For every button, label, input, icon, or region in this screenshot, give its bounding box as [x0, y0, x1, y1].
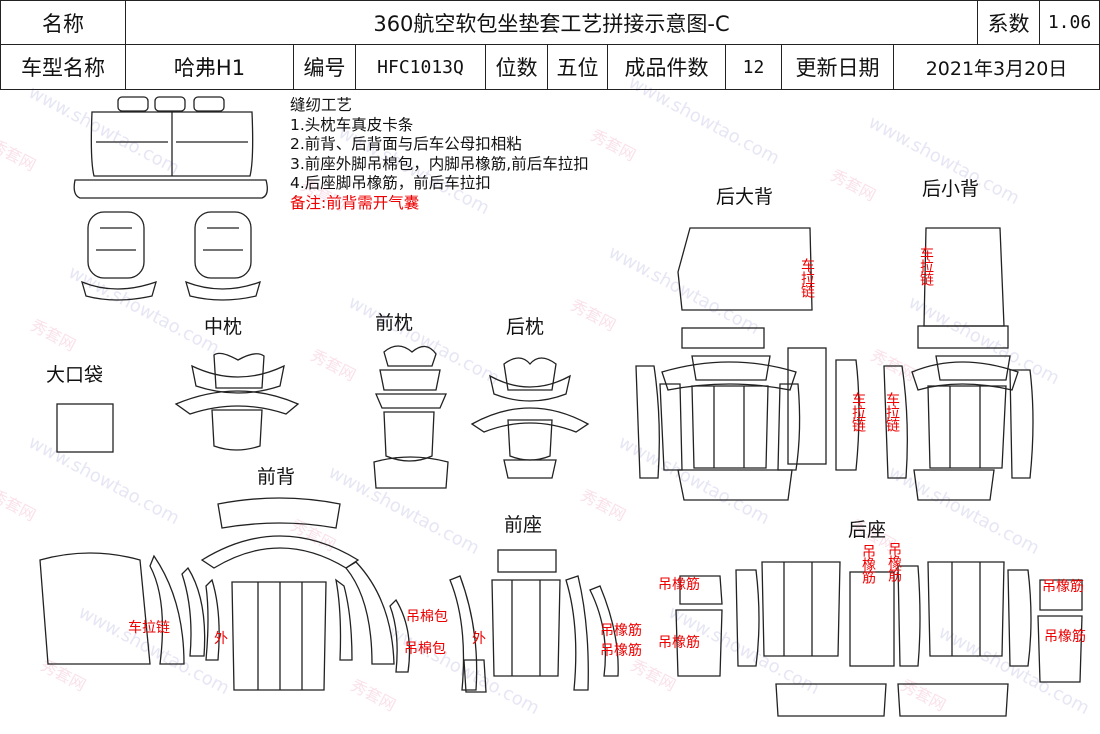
sewing-notes: 缝纫工艺 1.头枕车真皮卡条 2.前背、后背面与后车公母扣相粘 3.前座外脚吊棉… [290, 96, 589, 213]
notes-remark: 备注:前背需开气囊 [290, 193, 420, 212]
header-row-1: 名称 360航空软包坐垫套工艺拼接示意图-C 系数 1.06 [0, 0, 1100, 45]
annot-elastic-rear-left-top: 吊橡筋 [658, 577, 700, 593]
label-rear-pillow: 后枕 [506, 316, 545, 338]
notes-item-2: 2.前背、后背面与后车公母扣相粘 [290, 135, 522, 153]
annot-elastic-front-seat-1: 吊橡筋 [600, 623, 642, 639]
front-pillow-shape [373, 345, 449, 489]
annot-elastic-rear-center-2: 吊橡筋 [886, 542, 902, 581]
seats-label: 位数 [486, 45, 548, 90]
annot-elastic-rear-center-1: 吊橡筋 [860, 544, 876, 583]
pieces-value: 12 [726, 45, 782, 90]
notes-item-1: 1.头枕车真皮卡条 [290, 115, 414, 134]
pieces-label: 成品件数 [608, 45, 726, 90]
big-pocket-shape [56, 403, 114, 453]
header-row-2: 车型名称 哈弗H1 编号 HFC1013Q 位数 五位 成品件数 12 更新日期… [0, 45, 1100, 90]
mid-pillow-shape [174, 352, 300, 451]
date-label: 更新日期 [782, 45, 894, 90]
annot-zipper-rear-right: 车拉链 [884, 392, 900, 431]
rear-big-back-shape [635, 227, 860, 501]
annot-zipper-rear-left: 车拉链 [850, 392, 866, 431]
notes-item-4: 4.后座脚吊橡筋，前后车拉扣 [290, 174, 491, 192]
code-value: HFC1013Q [356, 45, 486, 90]
label-rear-small-back: 后小背 [922, 178, 980, 200]
annot-elastic-front-seat-2: 吊橡筋 [600, 643, 642, 659]
seats-value: 五位 [548, 45, 608, 90]
annot-zipper-front-back: 车拉链 [128, 620, 170, 636]
annot-cotton-pack-1: 吊棉包 [406, 609, 448, 625]
rear-seat-shape [675, 561, 1083, 717]
annot-zipper-rear-small-back: 车拉链 [918, 246, 934, 285]
notes-title: 缝纫工艺 [290, 96, 353, 114]
rear-pillow-shape [470, 357, 590, 479]
seat-overview-thumbnail [73, 96, 268, 301]
annot-elastic-rear-right-bottom: 吊橡筋 [1044, 629, 1086, 645]
annot-outer-front-back: 外 [214, 631, 228, 647]
label-big-pocket: 大口袋 [46, 364, 104, 386]
coef-label: 系数 [978, 0, 1040, 45]
label-front-seat: 前座 [504, 514, 543, 536]
front-seat-shape [449, 549, 619, 693]
annot-elastic-rear-left-bottom: 吊橡筋 [658, 635, 700, 651]
annot-zipper-rear-big-back: 车拉链 [799, 258, 815, 297]
rear-small-back-shape [883, 227, 1034, 501]
name-label: 名称 [0, 0, 126, 45]
label-front-pillow: 前枕 [375, 312, 414, 334]
front-back-shape [39, 497, 411, 691]
code-label: 编号 [294, 45, 356, 90]
model-value: 哈弗H1 [126, 45, 294, 90]
label-rear-big-back: 后大背 [716, 186, 774, 208]
sheet-title: 360航空软包坐垫套工艺拼接示意图-C [126, 0, 978, 45]
notes-item-3: 3.前座外脚吊棉包，内脚吊橡筋,前后车拉扣 [290, 154, 589, 173]
label-front-back: 前背 [257, 466, 296, 488]
label-rear-seat: 后座 [848, 519, 887, 541]
model-label: 车型名称 [0, 45, 126, 90]
annot-elastic-rear-right-top: 吊橡筋 [1042, 579, 1084, 595]
label-mid-pillow: 中枕 [204, 316, 243, 338]
annot-outer-front-seat: 外 [472, 631, 486, 647]
annot-cotton-pack-2: 吊棉包 [404, 641, 446, 657]
